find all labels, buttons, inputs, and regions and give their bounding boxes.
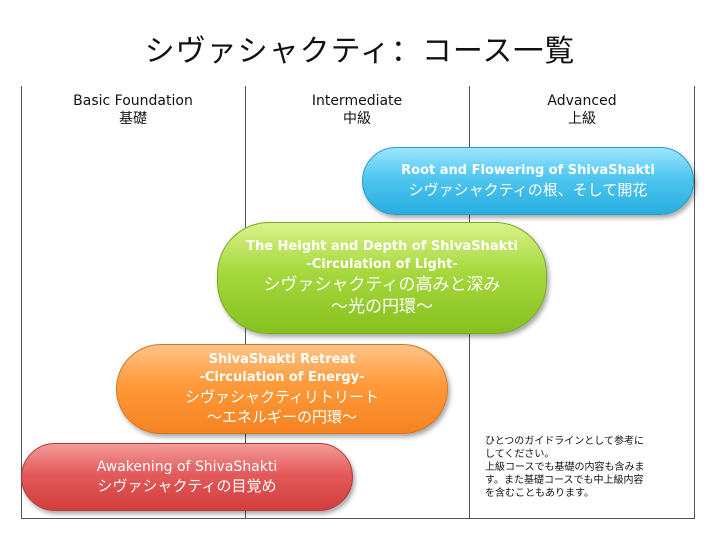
course-subtitle-en: -Circulation of Energy-: [199, 370, 365, 385]
course-subtitle-en: -Circulation of Light-: [306, 257, 458, 272]
course-title-jp: シヴァシャクティの高みと深み: [263, 275, 501, 295]
course-title-en: ShivaShakti Retreat: [208, 352, 356, 367]
course-title-en: The Height and Depth of ShivaShakti: [246, 239, 518, 254]
column-header-jp: 基礎: [119, 111, 147, 127]
course-title-en: Awakening of ShivaShakti: [96, 459, 278, 475]
course-title-en: Root and Flowering of ShivaShakti: [401, 163, 655, 178]
column-header-intermediate: Intermediate 中級: [245, 92, 469, 128]
course-root-and-flowering: Root and Flowering of ShivaShakti シヴァシャク…: [362, 147, 694, 215]
course-title-jp: シヴァシャクティの目覚め: [97, 477, 277, 495]
page-title: シヴァシャクティ：コース一覧: [144, 34, 576, 69]
course-subtitle-jp: 〜エネルギーの円環〜: [206, 408, 357, 426]
course-subtitle-jp: 〜光の円環〜: [331, 297, 433, 317]
note-line: ひとつのガイドラインとして参考に: [485, 436, 644, 447]
course-awakening: Awakening of ShivaShakti シヴァシャクティの目覚め: [21, 443, 353, 511]
guideline-note: ひとつのガイドラインとして参考に してください。 上級コースでも基礎の内容も含み…: [485, 435, 690, 500]
column-header-en: Advanced: [547, 93, 617, 109]
course-height-and-depth: The Height and Depth of ShivaShakti -Cir…: [217, 222, 547, 334]
column-header-en: Basic Foundation: [73, 93, 193, 109]
bottom-border-line: [21, 518, 695, 519]
column-header-jp: 中級: [343, 111, 371, 127]
column-header-basic: Basic Foundation 基礎: [21, 92, 245, 128]
course-retreat: ShivaShakti Retreat -Circulation of Ener…: [116, 344, 448, 434]
column-header-en: Intermediate: [311, 93, 403, 109]
right-border-line: [694, 86, 695, 519]
note-line: 上級コースでも基礎の内容も含みま: [485, 462, 645, 473]
note-line: す。また基礎コースでも中上級内容: [485, 475, 644, 486]
note-line: を含むこともあります。: [485, 488, 594, 499]
left-border-line: [21, 86, 22, 519]
column-header-advanced: Advanced 上級: [470, 92, 694, 128]
course-title-jp: シヴァシャクティの根、そして開花: [408, 181, 648, 199]
note-line: してください。: [485, 449, 555, 460]
course-title-jp: シヴァシャクティリトリート: [184, 388, 380, 406]
column-header-jp: 上級: [568, 111, 596, 127]
